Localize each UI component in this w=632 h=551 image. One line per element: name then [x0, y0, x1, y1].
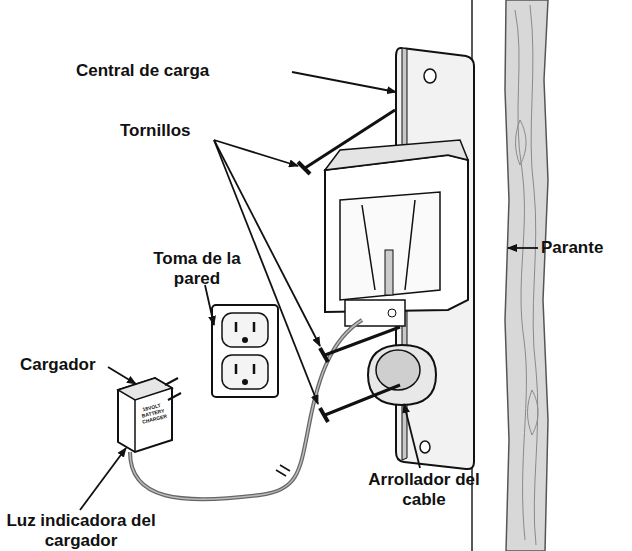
screw-hole: [420, 441, 430, 453]
part-label: Cargador: [20, 355, 120, 375]
charger-edge: [134, 400, 136, 452]
wall-outlet: [212, 305, 278, 397]
outlet-slots: [236, 322, 254, 374]
cable-wrap-hub: [376, 350, 420, 390]
part-label: Parante: [541, 238, 631, 258]
battery-holder: [325, 155, 468, 312]
outlet-socket: [222, 355, 268, 389]
part-label: Arrollador del cable: [368, 470, 480, 510]
base-screw: [388, 309, 396, 317]
part-label: Tornillos: [120, 121, 240, 141]
charger-top: [118, 378, 172, 400]
holder-slot: [340, 192, 440, 300]
part-label: Toma de la pared: [134, 249, 260, 289]
outlet-socket: [222, 313, 268, 347]
holder-top: [325, 140, 468, 170]
wood-grain: [515, 5, 538, 545]
holder-base: [345, 300, 405, 326]
charger-prong: [168, 393, 181, 400]
wall-stud: [505, 0, 548, 551]
screw-hole: [424, 69, 436, 83]
power-cable-core: [130, 320, 362, 499]
screws: [298, 110, 400, 422]
outlet-ground: [242, 379, 248, 385]
cable-break: [276, 465, 290, 476]
part-label: Luz indicadora del cargador: [6, 511, 156, 551]
outlet-ground: [242, 337, 248, 343]
cable-wrap: [368, 345, 436, 405]
power-cable: [130, 320, 362, 499]
charger-prong: [165, 378, 178, 385]
charger-body: [118, 378, 172, 452]
leader-lines: [80, 72, 538, 510]
charge-terminal: [385, 250, 393, 295]
part-label: Central de carga: [76, 61, 306, 81]
